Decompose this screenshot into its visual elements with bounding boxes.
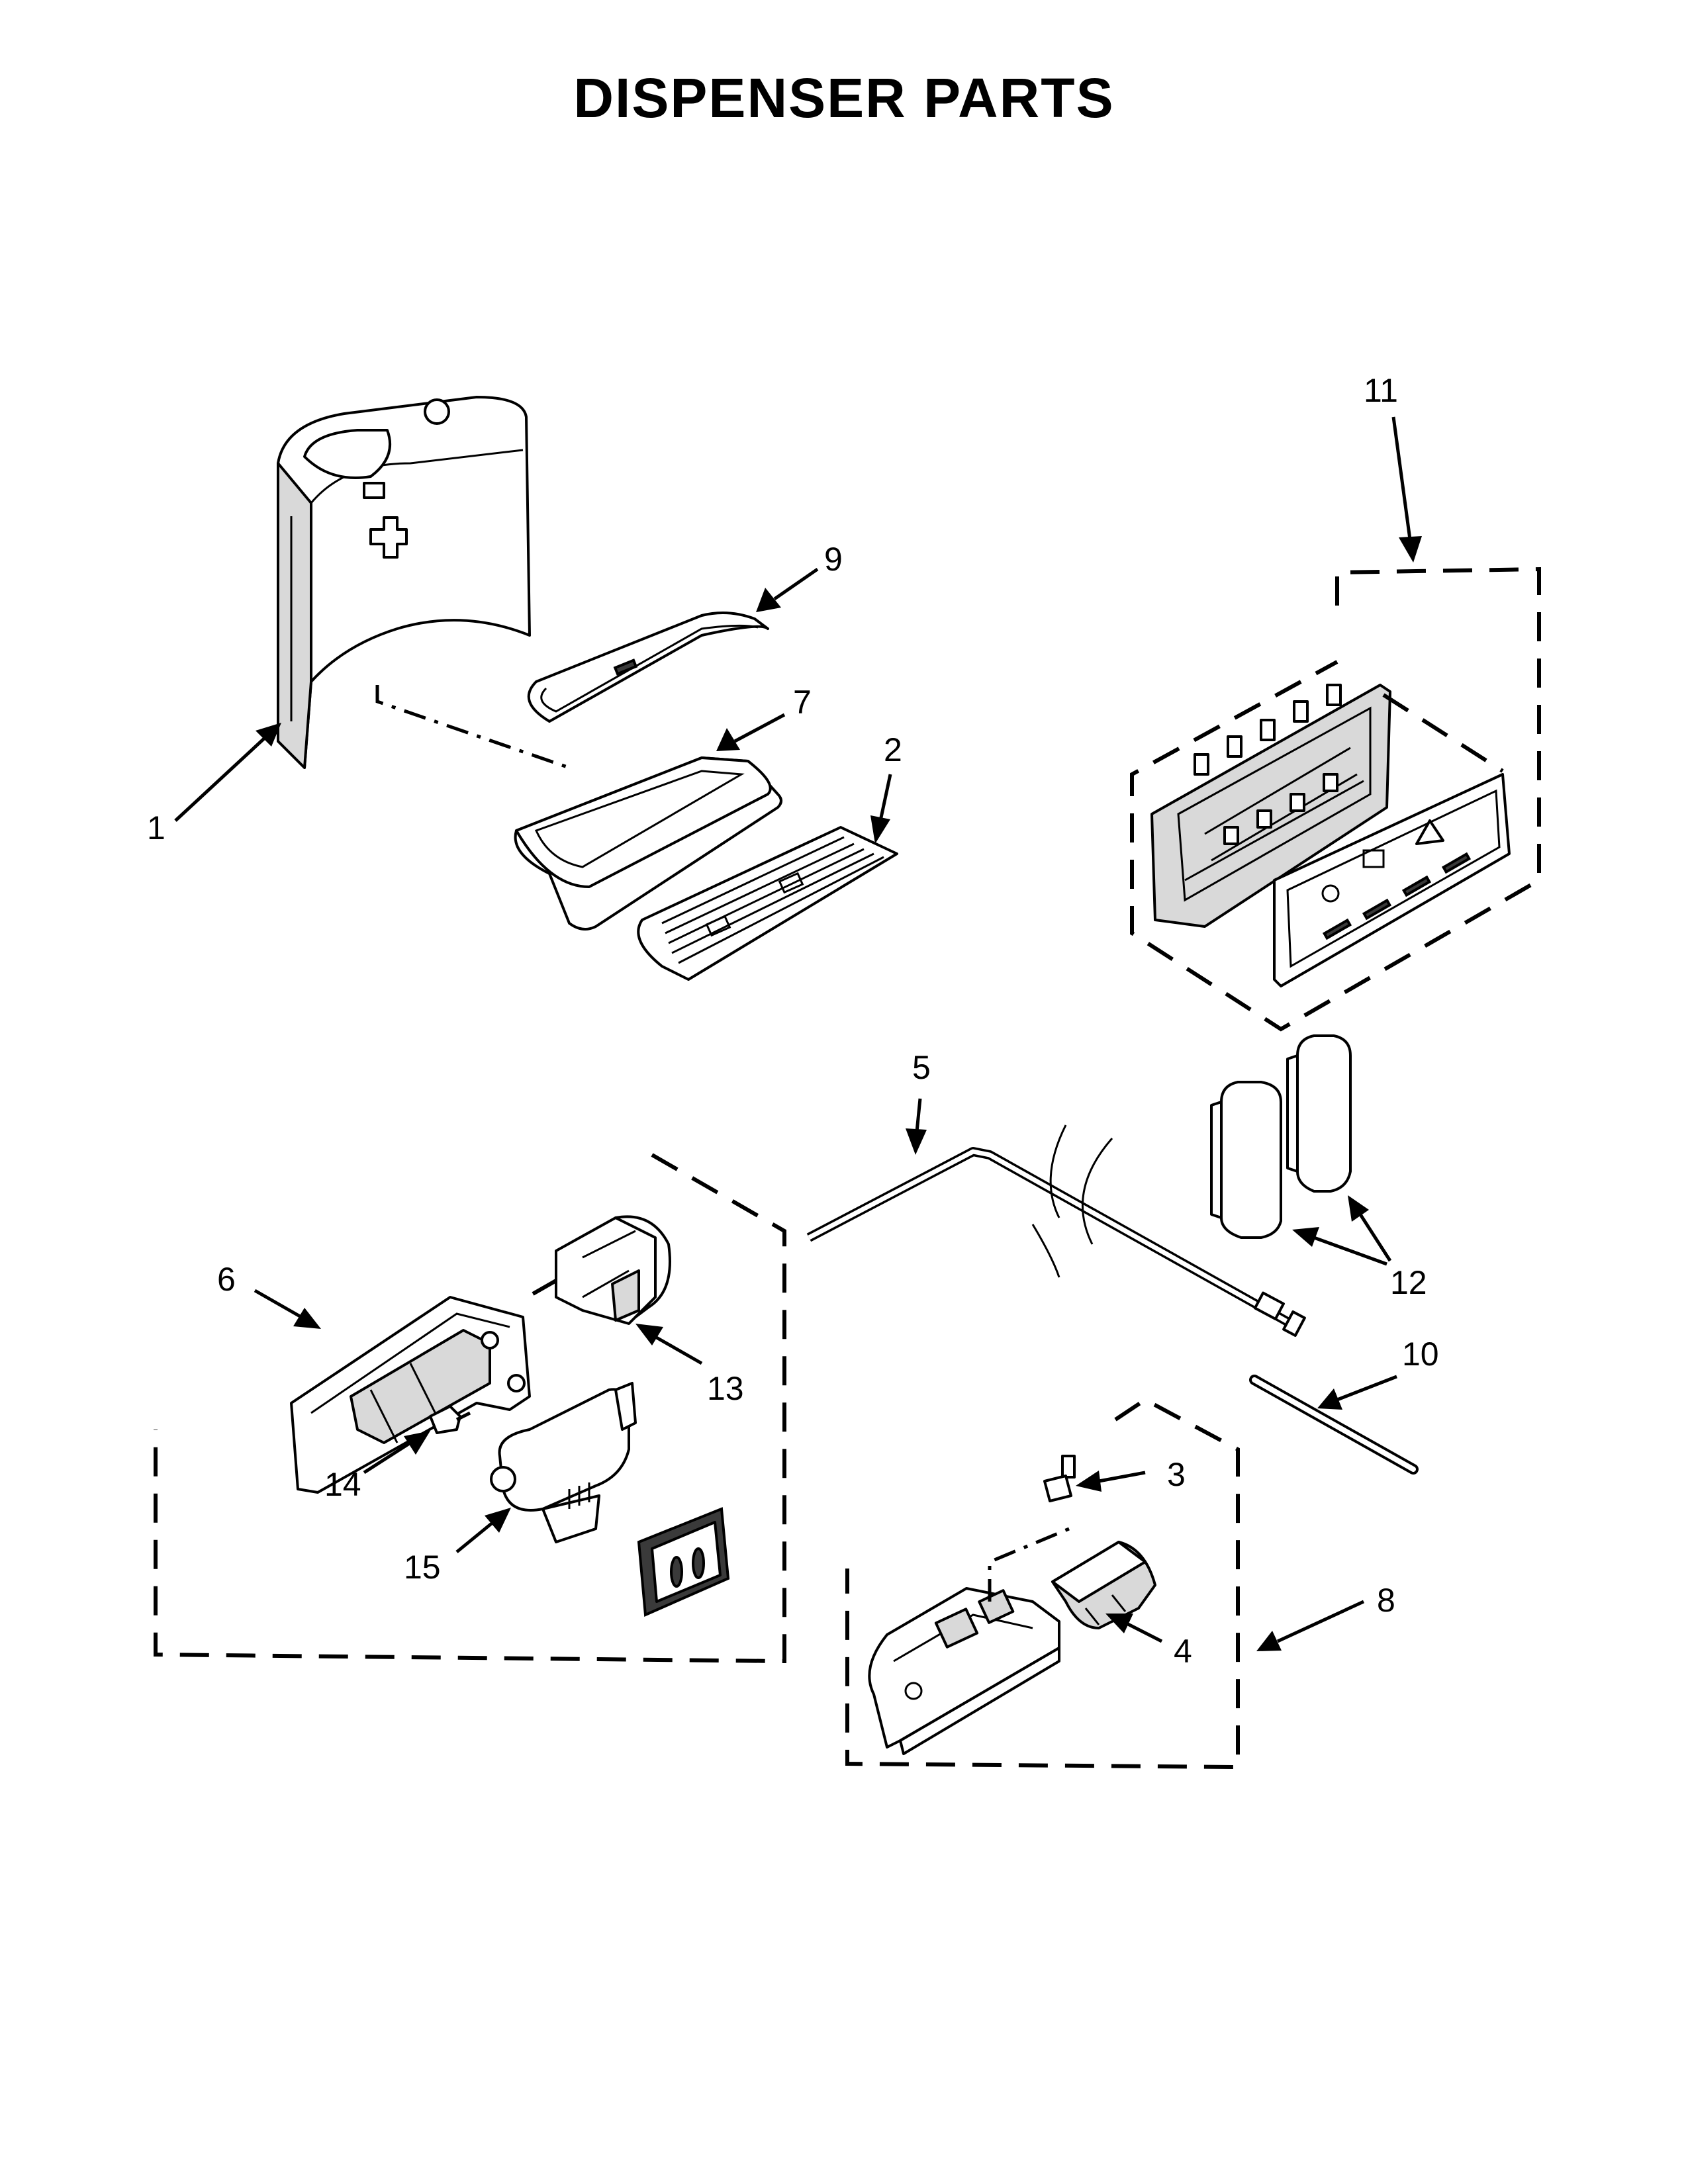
callout-12: 12	[1390, 1264, 1427, 1301]
callout-2: 2	[884, 731, 902, 768]
callout-9: 9	[824, 541, 843, 578]
water-tube-part	[806, 1124, 1306, 1337]
page-title: DISPENSER PARTS	[573, 67, 1115, 129]
screw-part	[429, 1405, 471, 1434]
callout-15: 15	[404, 1549, 441, 1586]
motor-part	[532, 1215, 671, 1325]
callout-labels: 1 2 3 4 5 6 7 8 9 10 11 12 13 14 15	[147, 372, 1439, 1670]
grille-part	[637, 826, 898, 981]
callout-14: 14	[324, 1466, 361, 1503]
callout-13: 13	[707, 1370, 744, 1407]
callout-11: 11	[1364, 372, 1398, 409]
assembly-line	[375, 685, 570, 770]
connector-part	[1043, 1455, 1076, 1502]
callout-5: 5	[912, 1049, 931, 1086]
assembly-8-boundary	[845, 1397, 1240, 1770]
callout-10: 10	[1402, 1336, 1439, 1373]
callout-6: 6	[217, 1261, 236, 1298]
control-panel-assembly	[1130, 567, 1541, 1032]
dispenser-housing-part	[277, 396, 531, 769]
callout-1: 1	[147, 809, 165, 846]
gasket-part	[527, 612, 769, 723]
drip-tray-part	[514, 756, 782, 931]
assembly-11-boundary	[1130, 567, 1541, 1032]
lamp-housing-part	[868, 1527, 1070, 1755]
callout-7: 7	[793, 684, 812, 721]
callout-leaders	[174, 416, 1422, 1651]
callout-8: 8	[1377, 1582, 1395, 1619]
assembly-6-boundary	[154, 1153, 786, 1664]
actuator-part	[490, 1382, 637, 1543]
lamp-cover-part	[1051, 1541, 1156, 1629]
callout-4: 4	[1174, 1633, 1192, 1670]
short-tube-part	[1249, 1375, 1419, 1475]
dispenser-pad-part	[637, 1507, 730, 1617]
dispenser-buttons-part	[1210, 1034, 1352, 1239]
callout-3: 3	[1167, 1456, 1186, 1493]
motor-bracket-part	[290, 1296, 531, 1494]
